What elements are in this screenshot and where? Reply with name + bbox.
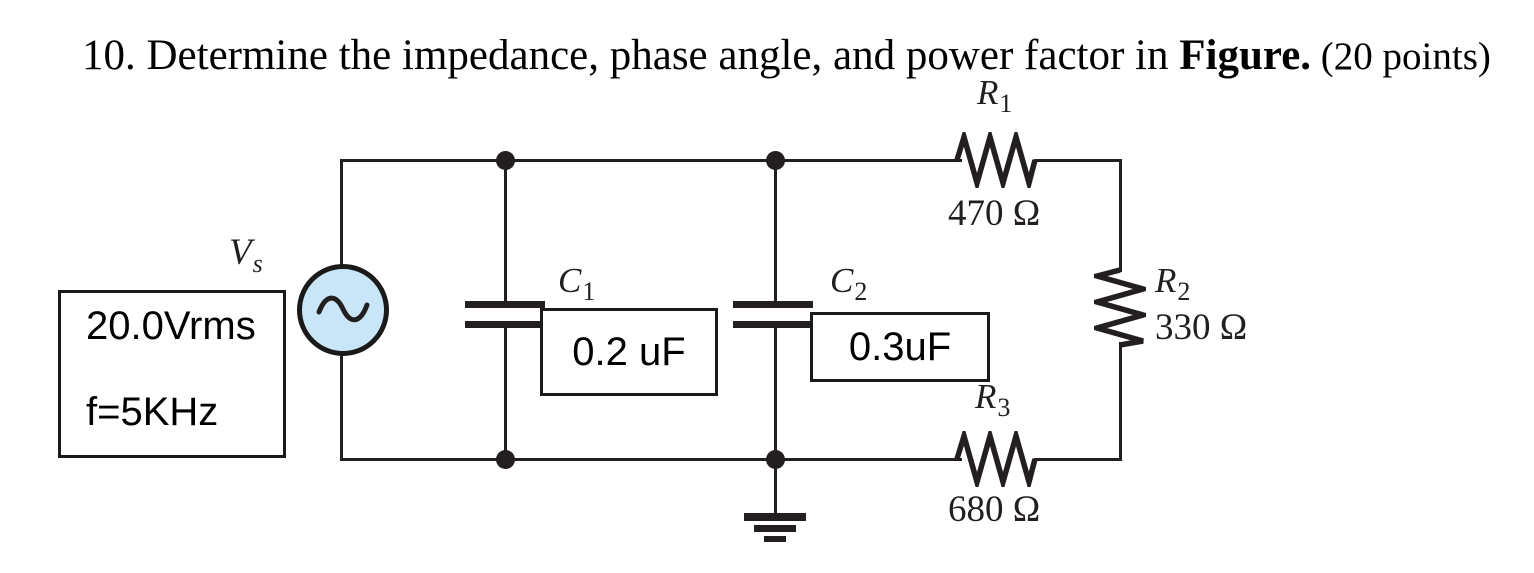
wire-top-rail-right [1034, 159, 1122, 162]
wire-bottom-rail-right [1034, 458, 1122, 461]
c2-symbol: C [830, 261, 854, 300]
resistor-r3-icon [954, 431, 1038, 487]
source-voltage-text: 20.0Vrms [86, 304, 256, 348]
r2-label: R2 [1155, 263, 1190, 305]
resistor-r1-icon [954, 132, 1038, 188]
junction-dot [766, 450, 785, 469]
wire-c2-branch-top [774, 159, 777, 303]
r2-subscript: 2 [1177, 277, 1191, 306]
r1-label: R1 [977, 75, 1012, 117]
source-frequency-text: f=5KHz [86, 390, 219, 434]
capacitor-c2-plate-top [733, 301, 813, 308]
junction-dot [496, 151, 515, 170]
wire-ground-stem [774, 458, 777, 515]
ac-source-icon [297, 264, 389, 356]
resistor-r2-icon [1094, 267, 1146, 348]
wire-c2-branch-bottom [774, 327, 777, 461]
vs-subscript: s [252, 249, 263, 278]
c1-label: C1 [558, 263, 595, 305]
c2-subscript: 2 [854, 277, 868, 306]
sine-wave-icon [316, 295, 370, 323]
r2-symbol: R [1155, 261, 1177, 300]
page-title: 10. Determine the impedance, phase angle… [82, 30, 1491, 82]
capacitor-c1-plate-bottom [465, 321, 545, 328]
vs-symbol: V [229, 232, 252, 273]
r1-subscript: 1 [999, 89, 1013, 118]
junction-dot [766, 151, 785, 170]
wire-c1-branch-bottom [504, 327, 507, 461]
ground-icon-bar-2 [754, 525, 796, 532]
wire-top-rail-left [340, 159, 962, 162]
r3-label: R3 [975, 379, 1010, 421]
c2-label: C2 [830, 263, 867, 305]
r1-value: 470 Ω [948, 193, 1041, 234]
r3-subscript: 3 [997, 393, 1011, 422]
r2-value: 330 Ω [1155, 307, 1248, 348]
vs-label: Vs [229, 234, 263, 277]
r1-symbol: R [977, 73, 999, 112]
wire-c1-branch-top [504, 159, 507, 303]
title-points: (20 points) [1311, 35, 1491, 78]
wire-right-rail-top [1119, 159, 1122, 272]
wire-bottom-rail-left [340, 458, 962, 461]
c1-symbol: C [558, 261, 582, 300]
c2-value-box: 0.3uF [810, 312, 990, 382]
ground-icon-bar-3 [764, 536, 786, 542]
title-text: 10. Determine the impedance, phase angle… [82, 32, 1180, 79]
junction-dot [496, 450, 515, 469]
c1-value: 0.2 uF [572, 330, 686, 374]
c1-subscript: 1 [582, 277, 596, 306]
capacitor-c1-plate-top [465, 301, 545, 308]
wire-right-rail-bottom [1119, 342, 1122, 461]
r3-symbol: R [975, 377, 997, 416]
ground-icon-bar-1 [744, 513, 806, 521]
capacitor-c2-plate-bottom [733, 321, 813, 328]
source-info-box [58, 290, 286, 458]
r3-value: 680 Ω [948, 489, 1041, 530]
c1-value-box: 0.2 uF [540, 308, 718, 396]
c2-value: 0.3uF [848, 325, 952, 369]
title-figure-bold: Figure. [1179, 32, 1312, 79]
